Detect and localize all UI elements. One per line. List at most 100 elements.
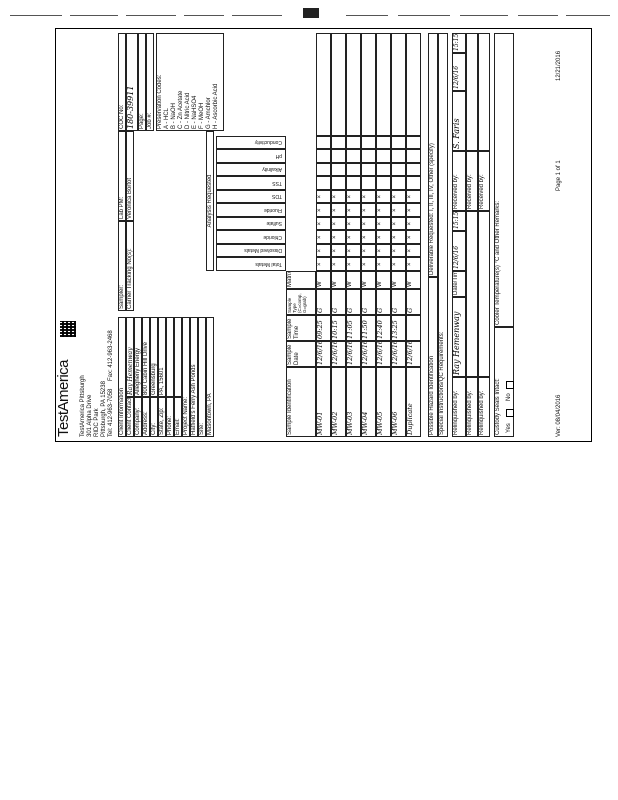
x-mark-icon: ×	[392, 262, 398, 267]
analysis-header: Alkalinity	[262, 166, 282, 173]
analysis-cell: ×	[331, 230, 346, 244]
coc-label: COC No:	[118, 33, 126, 131]
sample-id: MW-02	[331, 367, 346, 437]
sample-matrix: W	[376, 271, 391, 289]
analysis-cell: ×	[406, 230, 421, 244]
analysis-header: Conductivity	[254, 139, 282, 146]
sample-matrix: W	[331, 271, 346, 289]
analysis-cell	[316, 163, 331, 177]
analysis-cell	[331, 149, 346, 163]
relinquished-date-label: Date/Time:	[452, 271, 466, 297]
x-mark-icon: ×	[332, 262, 338, 267]
page-stamp	[303, 8, 319, 18]
x-mark-icon: ×	[332, 195, 338, 199]
sample-date: 12/6/16	[346, 341, 361, 367]
sample-matrix: W	[346, 271, 361, 289]
page-top-bar	[0, 0, 618, 20]
state-value: PA, 15601	[158, 317, 166, 397]
sample-id: MW-04	[361, 367, 376, 437]
email-value	[174, 317, 182, 397]
phone-value	[166, 317, 174, 397]
analysis-cell: ×	[376, 217, 391, 231]
analysis-cell: ×	[346, 203, 361, 217]
x-mark-icon: ×	[407, 262, 413, 267]
x-mark-icon: ×	[362, 235, 368, 240]
analysis-header: pH	[275, 153, 282, 159]
analysis-cell: ×	[331, 217, 346, 231]
received-signature-blank	[478, 33, 490, 151]
analysis-cell	[406, 176, 421, 190]
preservation-codes: Preservation Codes: A - HCL B - NaOH C -…	[156, 33, 224, 131]
client-info-title: Client Information	[118, 317, 126, 437]
sample-date: 12/6/16	[376, 341, 391, 367]
sample-time: 13:25	[391, 315, 406, 341]
analysis-cell	[331, 136, 346, 150]
contact-label: Client Contact:	[126, 397, 134, 437]
sample-time: 10:15	[331, 315, 346, 341]
relinquished-signature: Ray Hemenway	[452, 297, 466, 377]
analysis-cell: ×	[346, 257, 361, 271]
analysis-cell	[406, 163, 421, 177]
sample-date: 12/6/16	[406, 341, 421, 367]
analysis-cell: ×	[316, 203, 331, 217]
preservation-code: D - Nitric Acid	[185, 92, 191, 129]
col-matrix: Matrix	[286, 271, 316, 289]
analysis-cell	[376, 163, 391, 177]
sampler-label: Sampler:	[118, 221, 126, 311]
job-label: Job #:	[146, 33, 154, 131]
top-rule	[70, 15, 118, 16]
analysis-cell: ×	[331, 190, 346, 204]
sample-date: 12/6/16	[331, 341, 346, 367]
sample-matrix: W	[361, 271, 376, 289]
analysis-cell: ×	[376, 230, 391, 244]
remarks-cell	[346, 33, 361, 136]
x-mark-icon: ×	[392, 222, 398, 226]
analysis-cell	[361, 163, 376, 177]
footer-version: Ver: 08/04/2016	[556, 394, 562, 437]
company-label: Company:	[134, 397, 142, 437]
sample-type: G	[316, 289, 331, 315]
sample-type: G	[391, 289, 406, 315]
custody-no-checkbox[interactable]	[506, 381, 514, 389]
preservation-title: Preservation Codes:	[157, 74, 163, 129]
analysis-cell: ×	[376, 257, 391, 271]
city-label: City:	[150, 397, 158, 437]
remarks-cell	[406, 33, 421, 136]
x-mark-icon: ×	[362, 249, 368, 253]
analysis-cell: ×	[346, 217, 361, 231]
x-mark-icon: ×	[392, 208, 398, 213]
sample-type: G	[346, 289, 361, 315]
col-sample-date: Sample Date	[286, 341, 316, 367]
analysis-cell	[346, 176, 361, 190]
x-mark-icon: ×	[332, 249, 338, 253]
project-label: Project Name:	[182, 317, 190, 437]
analysis-cell: ×	[316, 230, 331, 244]
analysis-cell	[331, 163, 346, 177]
address-value: 800 Cabin Hill Drive	[142, 317, 150, 397]
analysis-header: TSS	[272, 180, 282, 186]
x-mark-icon: ×	[407, 195, 413, 199]
analysis-cell	[346, 136, 361, 150]
analysis-cell: ×	[316, 190, 331, 204]
analysis-cell: ×	[346, 230, 361, 244]
analysis-cell: ×	[406, 244, 421, 258]
analysis-cell: ×	[391, 217, 406, 231]
x-mark-icon: ×	[347, 222, 353, 226]
lab-pm-value: Veronica Bortot	[126, 131, 134, 221]
x-mark-icon: ×	[317, 249, 323, 253]
col-sample-id: Sample Identification	[286, 367, 316, 437]
cooler-temperature: Cooler Temperature(s) °C and Other Remar…	[494, 33, 514, 327]
custody-yes-checkbox[interactable]	[506, 409, 514, 417]
received-label: Received by:	[478, 151, 490, 211]
sample-type: G	[331, 289, 346, 315]
x-mark-icon: ×	[407, 208, 413, 213]
analysis-cell: ×	[391, 230, 406, 244]
testamerica-logo: TestAmerica	[55, 359, 72, 437]
sample-time: 11:05	[346, 315, 361, 341]
x-mark-icon: ×	[362, 262, 368, 267]
possible-hazard: Possible Hazard Identification	[428, 277, 438, 437]
x-mark-icon: ×	[377, 262, 383, 267]
x-mark-icon: ×	[377, 208, 383, 213]
analysis-cell	[376, 149, 391, 163]
remarks-cell	[316, 33, 331, 136]
